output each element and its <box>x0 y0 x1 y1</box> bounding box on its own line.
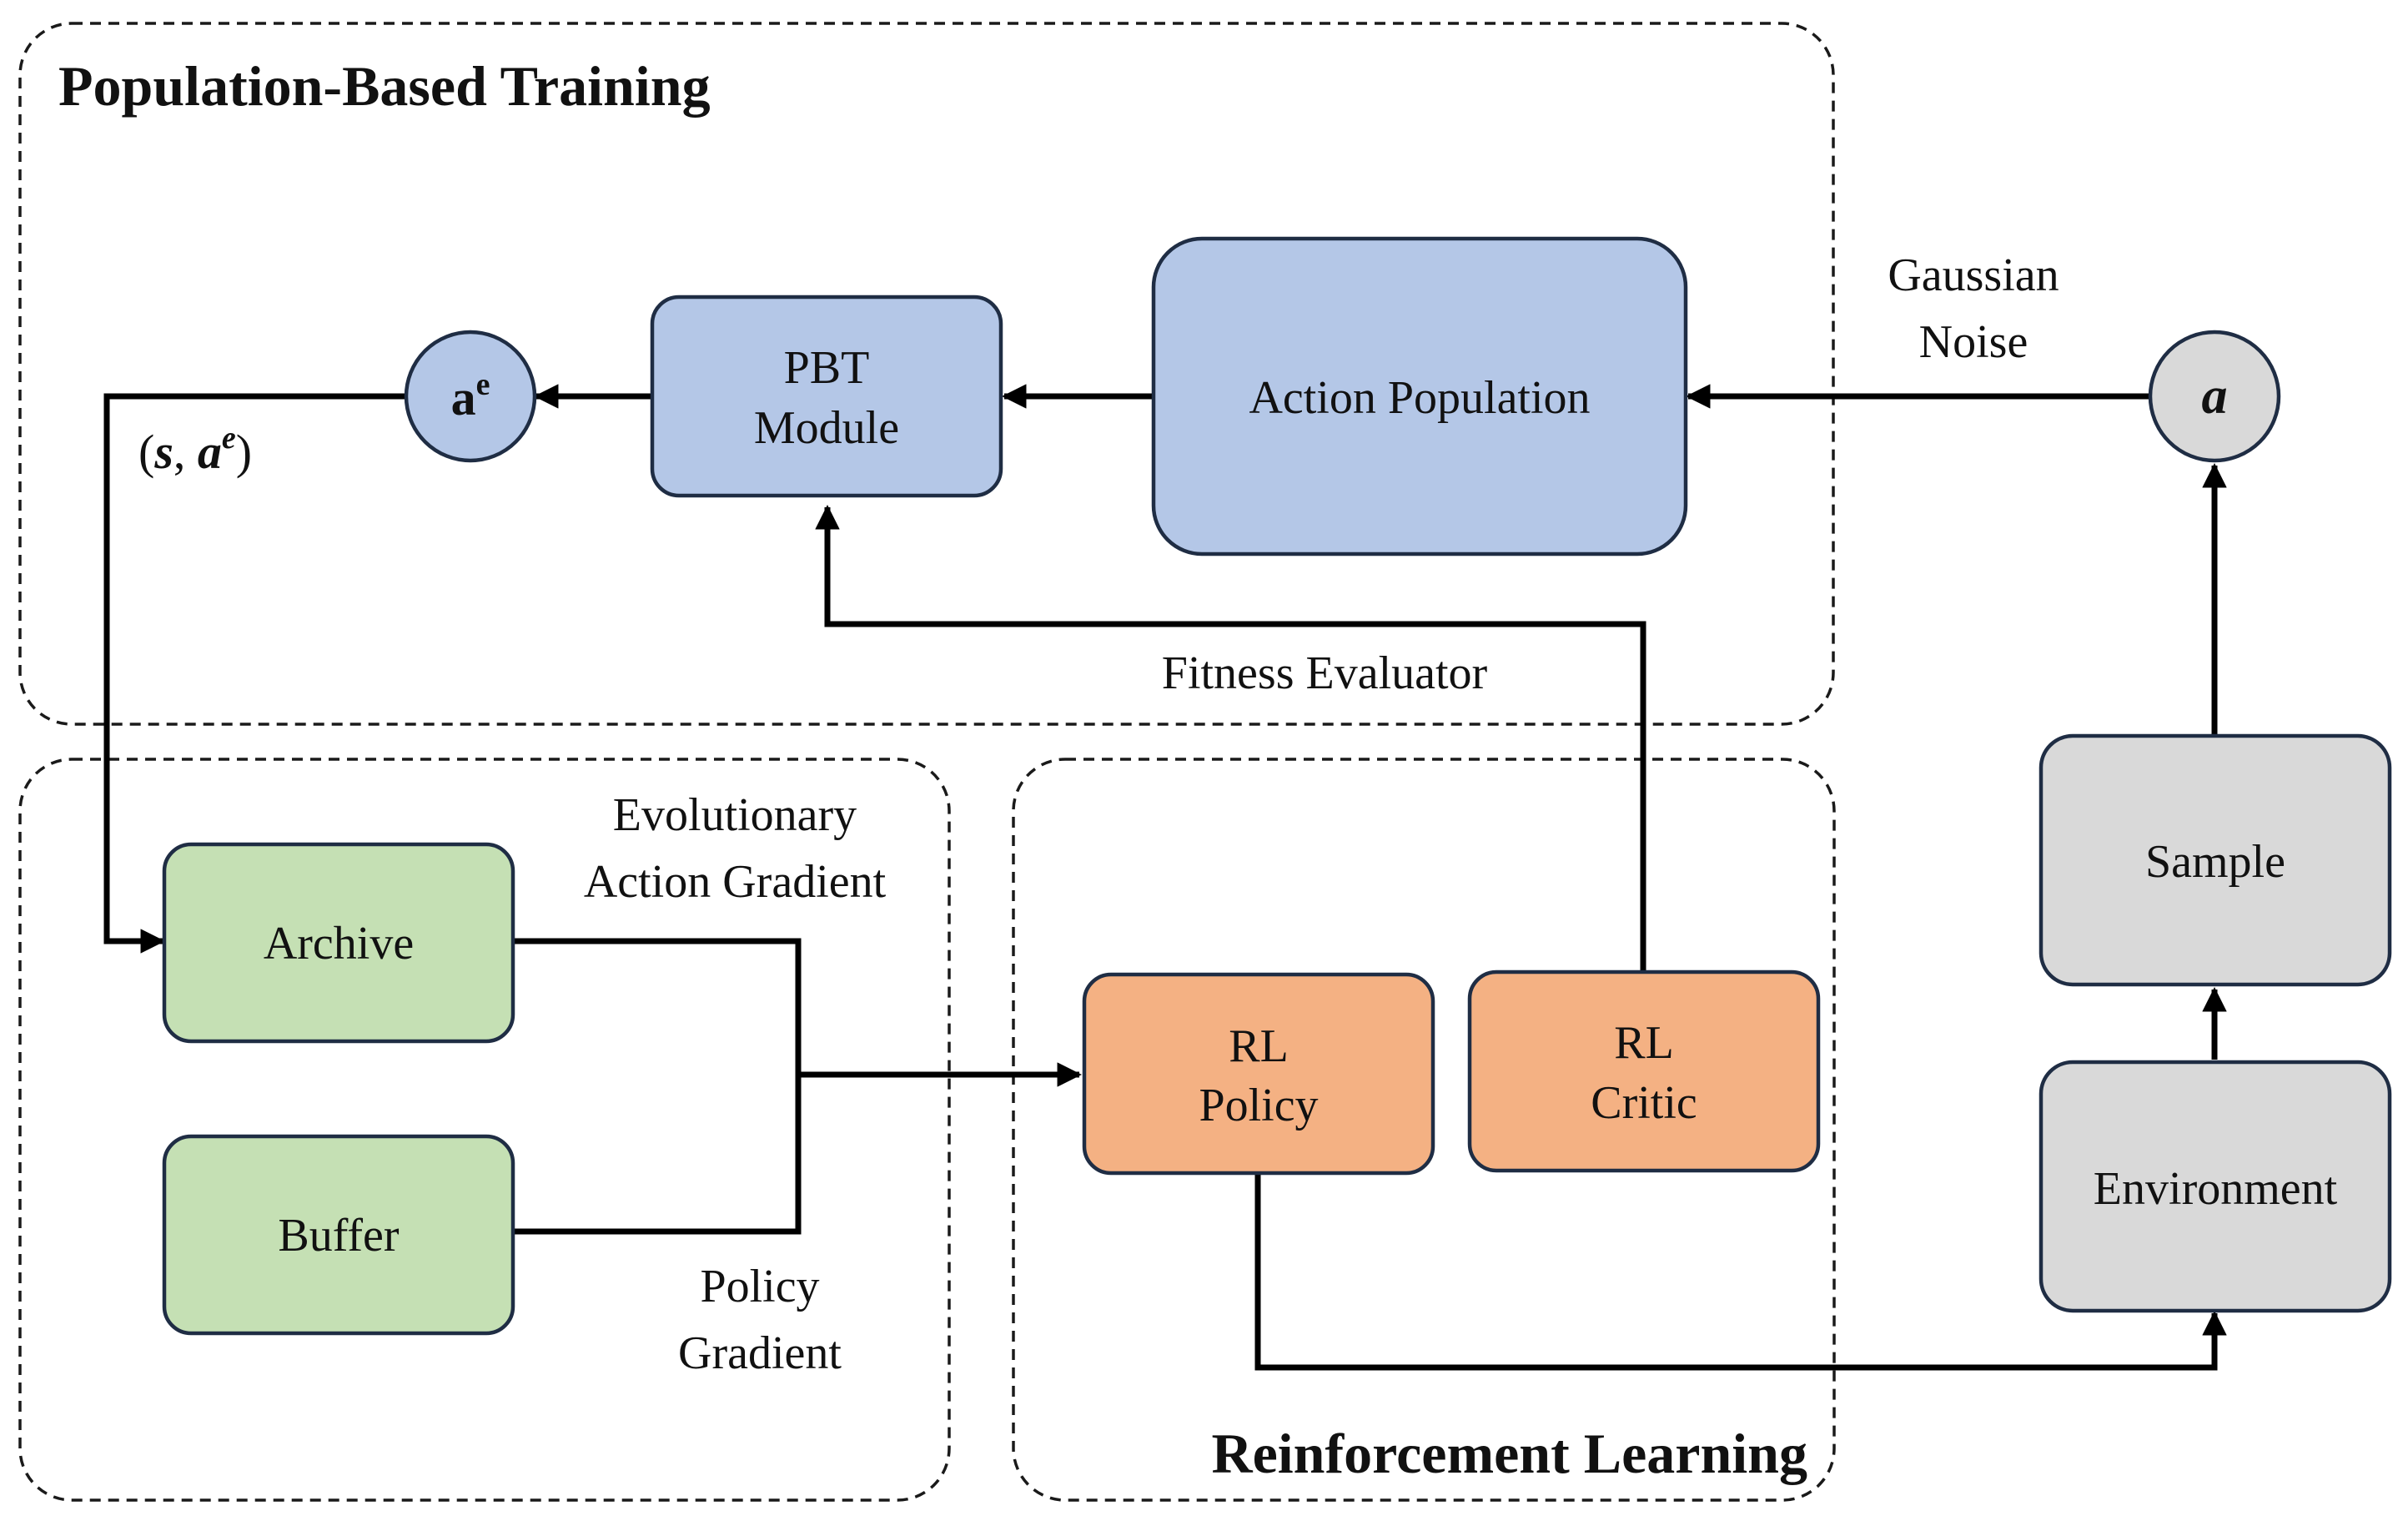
environment-label: Environment <box>2094 1163 2338 1215</box>
rl-critic-label-line2: Critic <box>1591 1077 1697 1129</box>
ae-superscript: e <box>476 367 490 402</box>
pbt-module-box <box>650 295 1003 498</box>
rl-critic-box <box>1467 969 1821 1173</box>
fitness-evaluator-label: Fitness Evaluator <box>1162 647 1488 699</box>
a-node-label: a <box>2202 368 2228 425</box>
gaussian-noise-label-line1: Gaussian <box>1888 249 2059 301</box>
rl-policy-label-line1: RL <box>1229 1020 1289 1072</box>
gradient-region <box>18 758 951 1502</box>
action-population-label: Action Population <box>1249 372 1590 424</box>
sample-box <box>2039 733 2392 987</box>
evolutionary-gradient-label-line1: Evolutionary <box>613 789 857 841</box>
state-action-label: (s, ae) <box>138 421 252 479</box>
a-node <box>2148 330 2281 463</box>
sa-close-paren: ) <box>236 425 252 479</box>
rl-region-title: Reinforcement Learning <box>1212 1422 1808 1485</box>
pbt-region <box>18 22 1835 726</box>
rl-policy-label-line2: Policy <box>1199 1080 1318 1131</box>
sa-superscript: e <box>222 421 236 456</box>
rl-critic-label-line1: RL <box>1614 1017 1674 1069</box>
ae-base: a <box>451 370 476 426</box>
environment-box <box>2039 1060 2392 1313</box>
pbt-module-label-line2: Module <box>754 402 899 454</box>
gaussian-noise-label-line2: Noise <box>1919 316 2028 368</box>
ae-node-label: ae <box>451 367 490 426</box>
fitness-evaluator-arrow <box>815 505 1646 972</box>
buffer-label: Buffer <box>278 1210 399 1262</box>
ae-to-archive-arrow <box>103 393 406 954</box>
archive-merge-line <box>515 938 802 1235</box>
pbt-region-title: Population-Based Training <box>58 54 711 118</box>
rl-region <box>1012 758 1836 1502</box>
policy-to-environment-arrow <box>1254 1174 2227 1371</box>
action-population-box <box>1151 236 1688 557</box>
sa-open-paren: ( <box>138 425 154 479</box>
sa-a: a <box>198 425 222 479</box>
rl-policy-box <box>1082 972 1435 1176</box>
evolutionary-gradient-label-line2: Action Gradient <box>584 856 887 908</box>
pbt-module-label-line1: PBT <box>784 342 870 394</box>
policy-gradient-label-line2: Gradient <box>678 1327 842 1379</box>
ae-node <box>404 330 537 463</box>
archive-label: Archive <box>264 918 414 969</box>
sample-label: Sample <box>2145 836 2285 888</box>
buffer-box <box>162 1134 515 1336</box>
archive-box <box>162 842 515 1044</box>
sa-comma: , <box>173 425 198 479</box>
sa-s: s <box>153 425 173 479</box>
policy-gradient-label-line1: Policy <box>700 1261 819 1312</box>
